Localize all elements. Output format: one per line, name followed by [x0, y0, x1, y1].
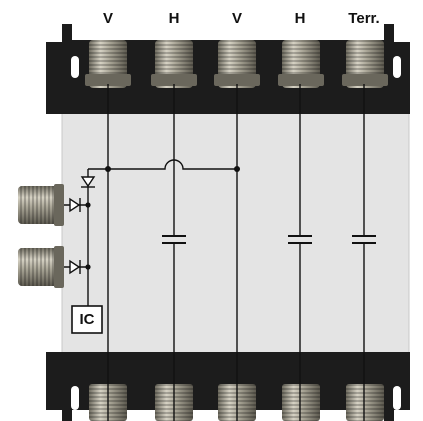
diode-icon — [69, 259, 81, 275]
diode-icon — [80, 176, 96, 188]
f-connector-icon — [346, 384, 384, 421]
port-label-v1: V — [102, 10, 114, 27]
f-connector-icon — [18, 184, 64, 226]
device-body — [61, 111, 410, 361]
diode-icon — [69, 197, 81, 213]
f-connector-icon — [214, 40, 260, 88]
capacitor-icon — [162, 235, 186, 244]
ic-box — [71, 305, 103, 334]
port-label-v2: V — [231, 10, 243, 27]
ic-label: IC — [79, 311, 95, 328]
f-connector-icon — [18, 246, 64, 288]
port-label-h1: H — [168, 10, 180, 27]
capacitor-icon — [352, 235, 376, 244]
port-label-h2: H — [294, 10, 306, 27]
f-connector-icon — [85, 40, 131, 88]
side-connectors — [18, 184, 64, 288]
port-label-terr: Terr. — [348, 10, 380, 27]
schematic-wiring — [64, 84, 365, 421]
f-connector-icon — [278, 40, 324, 88]
f-connector-icon — [342, 40, 388, 88]
top-connectors — [85, 40, 388, 88]
f-connector-icon — [282, 384, 320, 421]
capacitor-icon — [288, 235, 312, 244]
f-connector-icon — [151, 40, 197, 88]
junction-dots — [85, 166, 240, 270]
